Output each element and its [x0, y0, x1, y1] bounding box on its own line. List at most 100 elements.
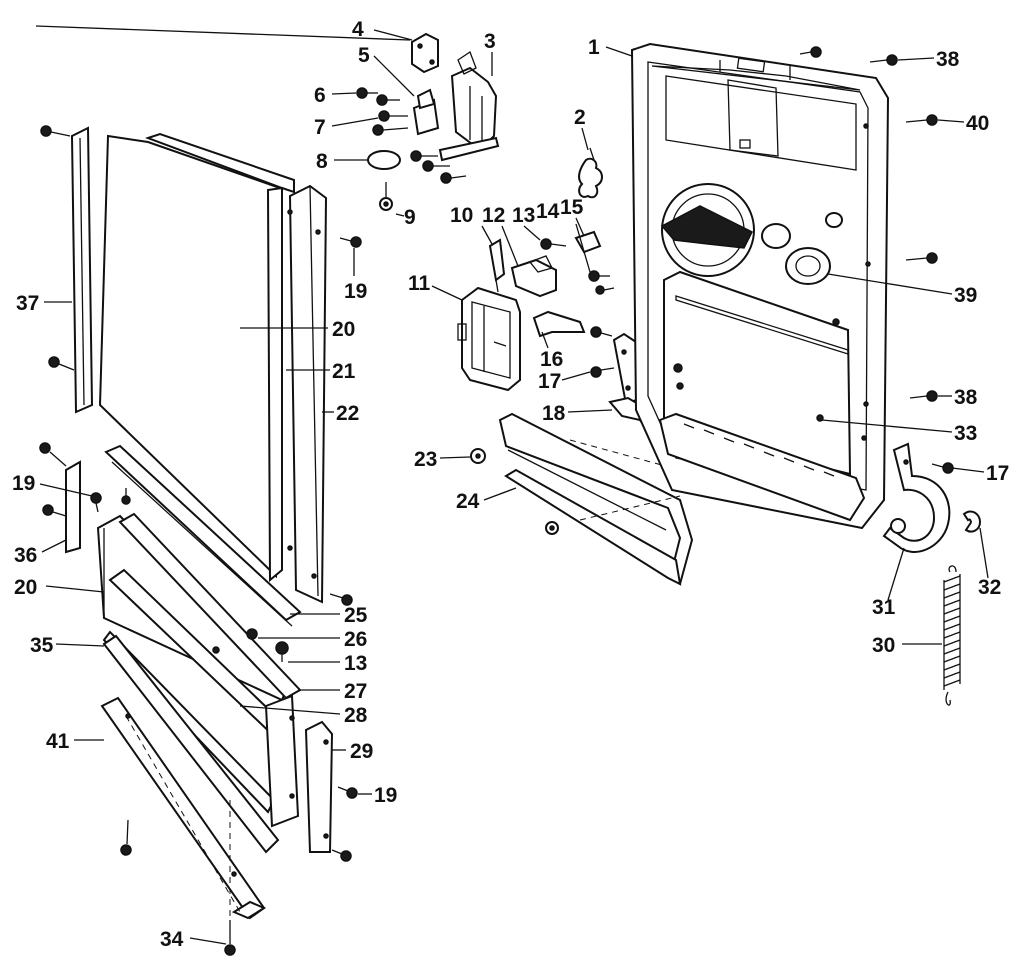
clip-13-lower [275, 641, 289, 662]
screw-17-right [931, 462, 954, 474]
callout-38-top: 38 [936, 48, 960, 71]
callout-18: 18 [542, 402, 566, 425]
part-17-hinge-bracket [612, 332, 637, 406]
part-29-side-bracket [304, 720, 334, 853]
callout-2: 2 [574, 106, 586, 129]
callout-4: 4 [352, 18, 364, 41]
part-21-frame-side [266, 186, 283, 583]
latch-hardware-group [356, 32, 694, 586]
screw-7b [372, 124, 409, 136]
callout-38-lower: 38 [954, 386, 978, 409]
callout-24: 24 [456, 490, 480, 513]
screw-5a [376, 94, 400, 106]
callout-30: 34 [160, 928, 184, 951]
part-2-spring [578, 157, 603, 199]
part-22-side-trim [288, 184, 328, 604]
callout-19-right: 19 [374, 784, 397, 807]
screw-19-lower-left [39, 442, 67, 467]
callout-20-lower: 20 [14, 576, 37, 599]
callout-28: 28 [344, 704, 368, 727]
screw-38-top [869, 54, 898, 66]
part-32-bracket [65, 460, 81, 554]
part-10-dispenser [461, 286, 521, 392]
callout-17-left: 17 [538, 370, 561, 393]
callout-16: 16 [540, 348, 563, 371]
callout-27: 27 [344, 680, 367, 703]
part-23-nut [470, 448, 486, 464]
callout-13-lower: 13 [344, 652, 367, 675]
screw-19-upper [339, 236, 362, 248]
callout-8: 8 [316, 150, 328, 173]
part-9-screw [379, 182, 393, 211]
callout-25: 25 [344, 604, 368, 627]
callout-7: 7 [314, 116, 326, 139]
callout-10: 11 [408, 272, 431, 295]
screw-38-lower [909, 390, 938, 402]
screw-17-left [590, 366, 615, 378]
screw-22-bottom [329, 593, 353, 606]
screw-33-bottom [48, 356, 75, 371]
callout-20-upper: 20 [332, 318, 355, 341]
screw-7a [378, 110, 408, 122]
screw-41 [120, 819, 132, 856]
callout-32: 36 [14, 544, 37, 567]
screw-8a [410, 150, 438, 162]
part-lower-panel-box [264, 694, 300, 828]
callout-23: 23 [414, 448, 437, 471]
screw-8c [440, 172, 467, 184]
screw-19-right [337, 786, 358, 799]
part-11-plunger [488, 238, 506, 282]
callout-19-lower-left: 19 [12, 472, 35, 495]
callout-14: 14 [536, 200, 560, 223]
part-4-hinge-plate [411, 32, 439, 74]
part-8-knob [367, 150, 401, 170]
part-24-lower-lip [504, 468, 682, 586]
part-21-panel-frame [144, 132, 295, 194]
callout-1: 1 [588, 36, 600, 59]
callout-15: 15 [560, 196, 584, 219]
part-24-nut [545, 521, 559, 535]
part-36-clip [962, 510, 982, 533]
screw-14 [588, 270, 610, 282]
callout-39: 39 [954, 284, 977, 307]
callout-29: 29 [350, 740, 373, 763]
part-12-bracket [510, 258, 557, 298]
part-dispenser-lid [660, 205, 754, 249]
screw-40 [905, 114, 938, 126]
liner-upper-recess [665, 75, 857, 171]
screw-8b [422, 160, 450, 172]
screw-30 [224, 920, 236, 956]
callout-33: 37 [16, 292, 39, 315]
liner-vent-port [825, 212, 843, 228]
screw-29-bottom [331, 849, 352, 862]
callout-21: 21 [332, 360, 356, 383]
callout-31: 35 [30, 634, 54, 657]
callout-labels: 4 3 5 6 7 8 9 1 2 10 12 13 14 15 11 16 1… [12, 18, 1009, 951]
screw-13-upper [540, 238, 567, 250]
screw-6 [356, 87, 378, 99]
callout-5: 5 [358, 44, 370, 67]
screw-19-mid [90, 492, 102, 513]
callout-3: 3 [484, 30, 496, 53]
liner-bottom-channel [658, 412, 866, 522]
screw-side-mid [905, 252, 938, 264]
liner-rinse-aid-port [761, 223, 791, 249]
screw-33-top [40, 125, 71, 137]
callout-19-upper: 19 [344, 280, 367, 303]
callout-41: 41 [46, 730, 70, 753]
part-31-strip [102, 634, 280, 854]
callout-9: 9 [404, 206, 416, 229]
callout-40: 40 [966, 112, 989, 135]
part-39-rinse-aid-cap [785, 247, 831, 285]
part-34-spring [943, 565, 961, 706]
part-16-actuator [532, 310, 586, 338]
callout-36: 32 [978, 576, 1001, 599]
part-3-latch-body [450, 66, 498, 152]
part-41-end [231, 900, 267, 920]
part-35-hinge-arm [882, 442, 951, 553]
screw-14b [595, 285, 615, 295]
screw-17-upper [590, 326, 613, 338]
callout-26: 26 [344, 628, 367, 651]
